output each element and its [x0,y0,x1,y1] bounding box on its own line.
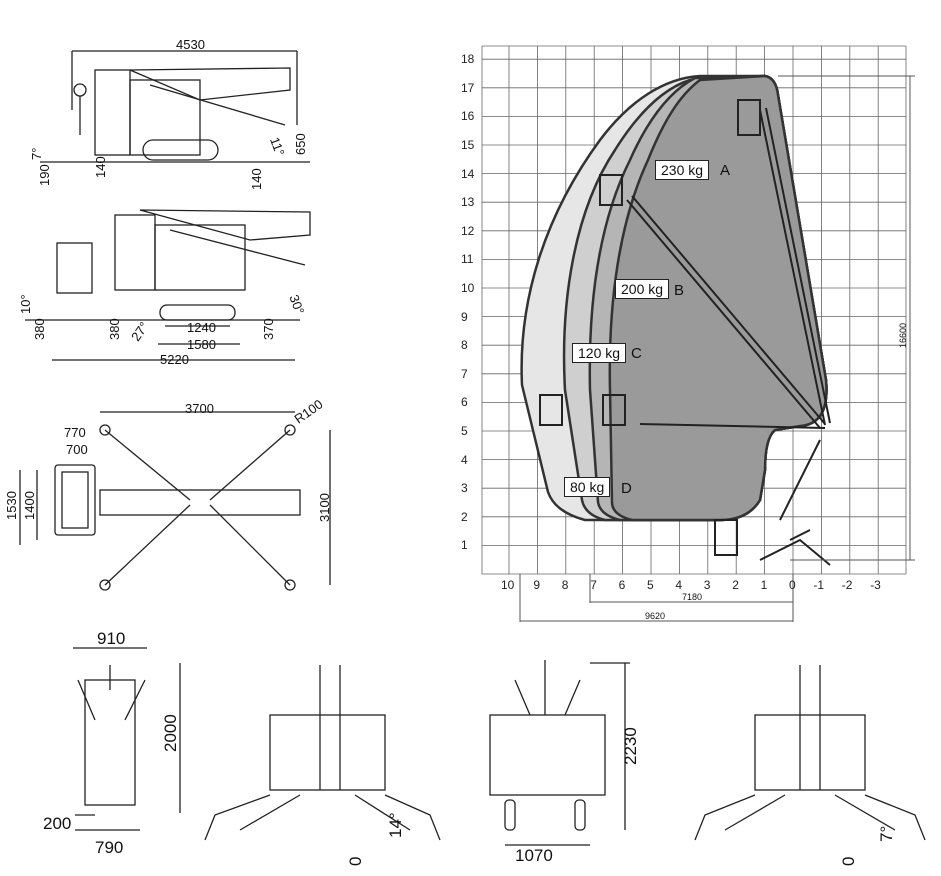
dim-2000: 2000 [161,714,180,752]
y-tick-label: 17 [461,80,475,95]
angle-14: 14° [386,812,405,838]
outreach-9620: 9620 [645,611,666,621]
y-tick-label: 13 [461,195,475,210]
y-tick-label: 16 [461,109,475,124]
y-tick-label: 15 [461,138,475,152]
dim-1240: 1240 [187,320,216,335]
dim-790: 790 [95,838,124,857]
y-tick-label: 14 [461,166,475,181]
dim-3100: 3100 [317,493,332,522]
x-tick-label: 4 [675,578,683,592]
y-tick-label: 4 [461,452,468,467]
y-tick-label: 9 [461,309,468,324]
y-tick-label: 8 [461,338,468,353]
angle-7: 7° [29,147,44,160]
dim-380-front: 380 [32,318,47,340]
y-tick-label: 18 [461,52,475,67]
x-tick-label: 6 [618,578,626,592]
dim-1400: 1400 [22,491,37,520]
dim-200: 200 [43,814,72,833]
zero-b: 0 [839,856,858,866]
x-tick-label: -2 [841,578,853,592]
dim-190: 190 [37,164,52,186]
dim-5220: 5220 [160,352,189,367]
y-tick-label: 12 [461,223,475,238]
load-letter-c: C [631,345,642,362]
x-tick-label: 10 [501,578,515,592]
dim-700: 700 [66,442,88,457]
dim-1070: 1070 [515,846,553,865]
x-tick-label: -3 [870,578,881,592]
dim-3700: 3700 [185,401,214,416]
dim-140-mid: 140 [93,156,108,178]
x-tick-label: 1 [760,578,768,592]
load-label-120kg: 120 kg [572,343,627,363]
y-tick-label: 6 [461,395,468,410]
machine-sketches [19,50,926,846]
dim-1530: 1530 [4,491,19,520]
dim-2230: 2230 [621,727,640,765]
x-tick-label: 2 [732,578,739,592]
boom-sketch [539,99,831,566]
dim-370: 370 [261,318,276,340]
y-tick-label: 2 [461,509,468,524]
load-letter-b: B [674,282,685,299]
x-tick-label: 5 [647,578,654,592]
y-tick-label: 3 [461,481,468,496]
dim-770: 770 [64,425,86,440]
dim-length-4530: 4530 [176,37,205,52]
dim-1580: 1580 [187,337,216,352]
y-tick-label: 7 [461,366,468,381]
dim-140-rear: 140 [249,168,264,190]
dim-650: 650 [293,133,308,155]
y-tick-label: 1 [461,538,468,553]
zero-a: 0 [346,856,365,866]
angle-10: 10° [18,294,33,314]
y-tick-label: 11 [461,252,474,267]
y-tick-label: 5 [461,424,468,438]
dim-380-mid: 380 [107,318,122,340]
x-tick-label: 3 [703,578,711,592]
load-label-200kg: 200 kg [615,279,670,299]
load-label-80kg: 80 kg [564,477,611,497]
dim-910: 910 [97,629,126,648]
angle-7-b: 7° [877,825,896,842]
load-label-230kg: 230 kg [655,160,710,180]
x-tick-label: 7 [590,578,597,592]
height-16600: 16600 [898,322,908,348]
x-tick-label: -1 [813,578,825,592]
y-tick-label: 10 [461,281,475,295]
load-letter-a: A [720,162,731,179]
load-letter-d: D [621,480,632,497]
x-tick-label: 9 [533,578,541,592]
outreach-7180: 7180 [682,592,703,602]
x-tick-label: 8 [561,578,569,592]
chart-dimensions [519,75,915,622]
x-tick-label: 0 [789,578,796,592]
